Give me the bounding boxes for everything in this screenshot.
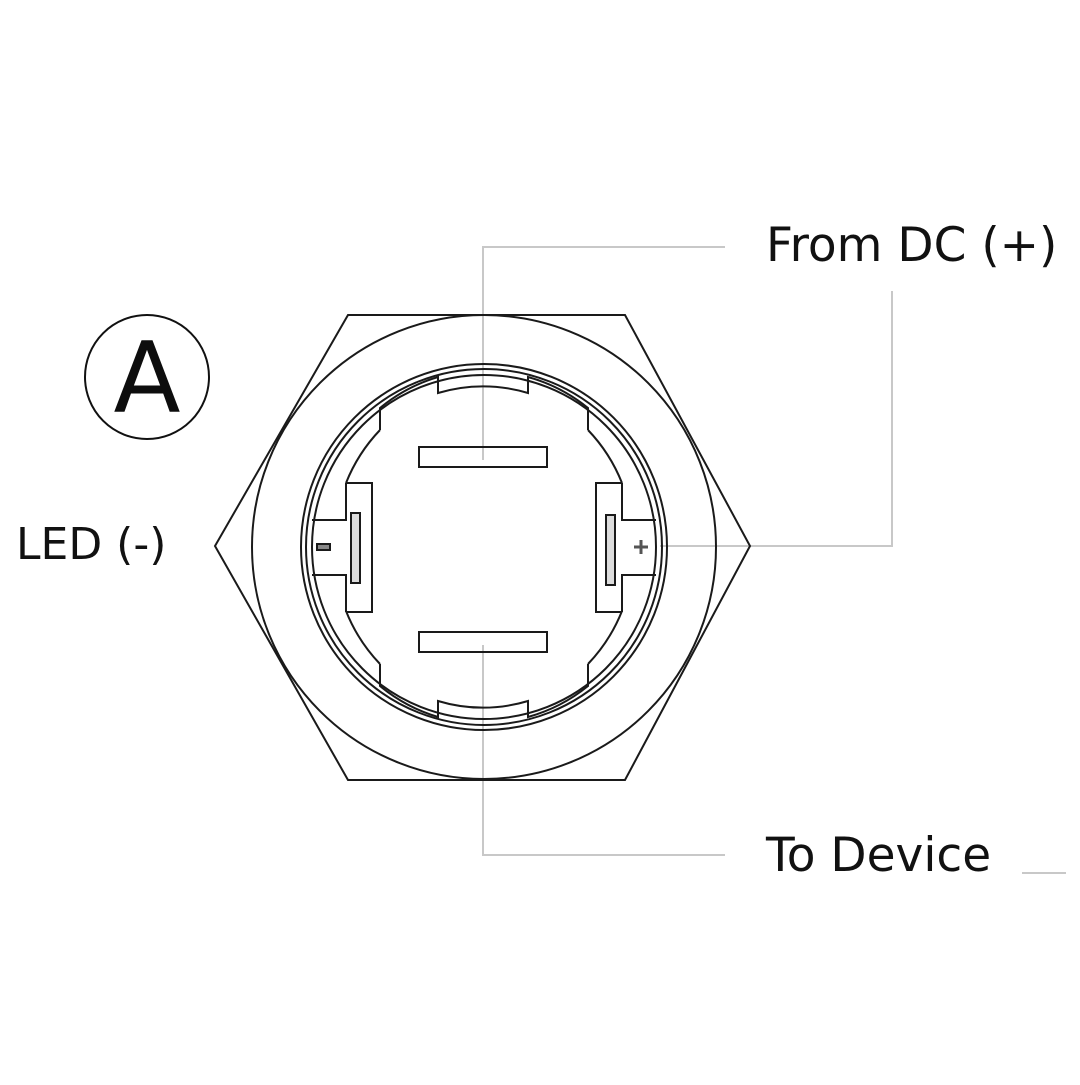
label-to-device: To Device [766, 828, 992, 883]
inner-ring-2 [305, 368, 663, 726]
terminal-blade-top [418, 446, 548, 468]
leader-to-device [482, 645, 725, 856]
terminal-block-right [595, 482, 656, 613]
leader-lines [482, 246, 1066, 874]
leader-from-dc-top [482, 246, 725, 460]
housing-arc-left-bottom [345, 610, 381, 665]
label-from-dc: From DC (+) [766, 218, 1058, 273]
inner-ring-1 [300, 363, 668, 731]
hex-nut [213, 314, 752, 781]
terminal-block-left [312, 482, 373, 613]
housing-arc-left-top [345, 429, 381, 484]
outer-bezel [251, 314, 717, 780]
leader-from-dc-right [660, 291, 893, 547]
housing-arc-right-bottom [587, 610, 623, 665]
housing-arc-right-top [587, 429, 623, 484]
housing-notch-bottom [379, 664, 589, 719]
housing-notch-top [379, 375, 589, 430]
label-led-negative: LED (-) [16, 519, 167, 570]
variant-badge: A [84, 314, 210, 440]
terminal-pin-right [605, 514, 616, 586]
minus-marking [316, 543, 331, 551]
variant-badge-letter: A [113, 322, 181, 436]
terminal-pin-left [350, 512, 361, 584]
plus-marking [634, 540, 648, 554]
inner-ring-3 [311, 374, 657, 720]
switch-body [213, 314, 752, 781]
terminal-blade-bottom [418, 631, 548, 653]
